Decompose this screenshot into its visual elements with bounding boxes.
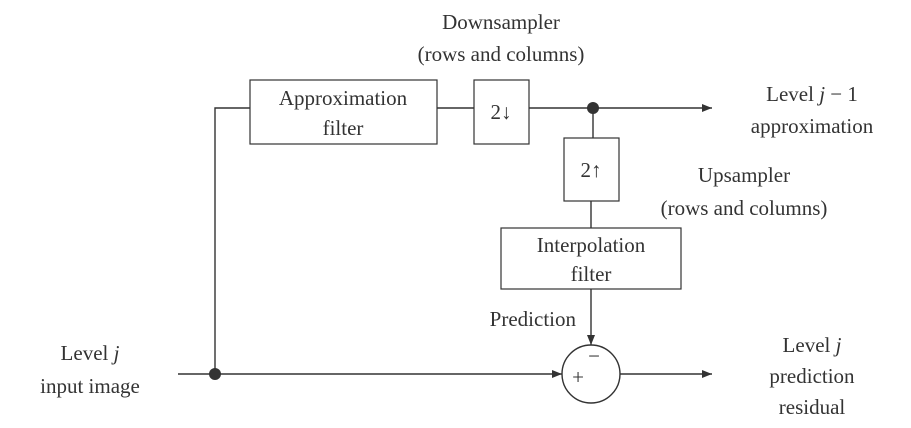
input-label-line2: input image: [40, 374, 140, 398]
approx-output-label-line2: approximation: [751, 114, 874, 138]
residual-output-label-line3: residual: [779, 395, 846, 419]
summer-minus-sign: −: [588, 344, 600, 368]
interpolation-filter-label-line1: Interpolation: [537, 233, 646, 257]
prediction-label: Prediction: [490, 307, 577, 331]
input-label-line1: Level j: [61, 341, 120, 365]
approx-junction-dot: [587, 102, 599, 114]
residual-output-label-line2: prediction: [769, 364, 855, 388]
residual-output-label-line1: Level j: [783, 333, 842, 357]
downsampler-caption-line1: Downsampler: [442, 10, 560, 34]
downsampler-box-label: 2↓: [491, 100, 512, 124]
branch-wire: [214, 107, 250, 374]
upsampler-caption-line2: (rows and columns): [661, 196, 828, 220]
downsampler-box: [473, 79, 530, 145]
input-junction-dot: [209, 368, 221, 380]
approximation-filter-label-line2: filter: [323, 116, 364, 140]
interpolation-filter-box: [500, 227, 682, 290]
summing-junction: [561, 344, 621, 404]
interpolation-filter-label-line2: filter: [571, 262, 612, 286]
upsampler-box-label: 2↑: [581, 158, 602, 182]
downsampler-caption-line2: (rows and columns): [418, 42, 585, 66]
summer-plus-sign: +: [572, 365, 584, 389]
approximation-filter-label-line1: Approximation: [279, 86, 408, 110]
upsampler-box: [563, 137, 620, 202]
upsampler-caption-line1: Upsampler: [698, 163, 790, 187]
approx-output-label-line1: Level j − 1: [766, 82, 858, 106]
approximation-filter-box: [249, 79, 438, 145]
